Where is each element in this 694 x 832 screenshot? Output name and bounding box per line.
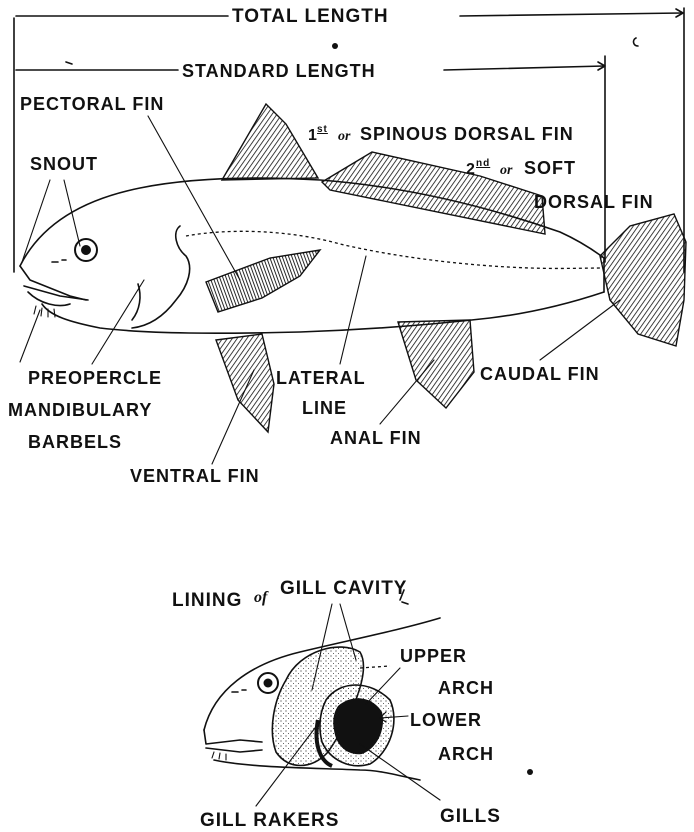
of-label: of — [254, 589, 269, 606]
or-label-1: or — [338, 129, 351, 144]
standard-length-label: STANDARD LENGTH — [182, 61, 376, 81]
line-label: LINE — [302, 398, 347, 418]
standard-length-dimension — [16, 56, 605, 262]
pectoral-fin-label: PECTORAL FIN — [20, 94, 164, 114]
first-ordinal-sup: st — [317, 124, 328, 135]
gill-rakers-label: GILL RAKERS — [200, 810, 339, 831]
ventral-fin-label: VENTRAL FIN — [130, 466, 260, 486]
total-length-label: TOTAL LENGTH — [232, 6, 389, 27]
lining-label: LINING — [172, 590, 242, 611]
mandibulary-label: MANDIBULARY — [8, 400, 152, 420]
soft-label: SOFT — [524, 158, 576, 178]
dorsal-fin-label: DORSAL FIN — [534, 192, 654, 212]
lateral-label: LATERAL — [276, 368, 366, 388]
spinous-dorsal-fin-label: SPINOUS DORSAL FIN — [360, 124, 574, 144]
barbels-label: BARBELS — [28, 432, 122, 452]
gill-cavity-label: GILL CAVITY — [280, 578, 407, 599]
snout-label: SNOUT — [30, 154, 98, 174]
caudal-fin-label: CAUDAL FIN — [480, 364, 600, 384]
lower-label: LOWER — [410, 710, 482, 730]
preopercle-label: PREOPERCLE — [28, 368, 162, 388]
second-ordinal: 2 — [466, 161, 476, 178]
upper-label: UPPER — [400, 646, 467, 666]
gills-label: GILLS — [440, 806, 501, 827]
second-ordinal-sup: nd — [476, 158, 490, 169]
or-label-2: or — [500, 163, 513, 178]
upper-arch-label: ARCH — [438, 678, 494, 698]
lower-arch-label: ARCH — [438, 744, 494, 764]
gill-head-drawing — [204, 618, 440, 780]
anal-fin-label: ANAL FIN — [330, 428, 422, 448]
